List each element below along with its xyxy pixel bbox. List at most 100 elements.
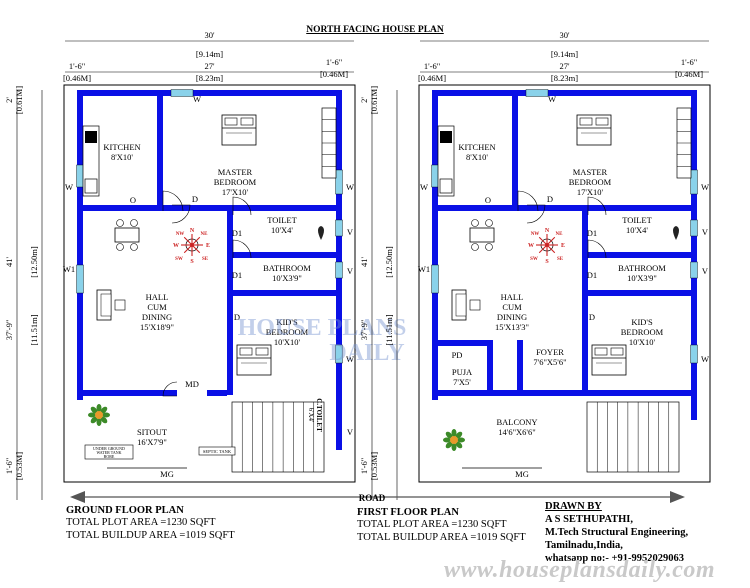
- road-label: ROAD: [359, 493, 386, 503]
- ground-compass-e: E: [206, 243, 210, 249]
- first-mark-w-right: W: [701, 182, 709, 192]
- first-kids-bed-pillow-right: [610, 347, 624, 356]
- first-compass-s: S: [545, 259, 549, 265]
- ground-plant-leaf-5: [90, 406, 98, 414]
- ground-wall-left: [77, 90, 83, 400]
- ground-plot-area: TOTAL PLOT AREA =1230 SQFT: [66, 517, 216, 528]
- ground-compass-hub: [190, 243, 194, 247]
- first-window-right-bath: [690, 261, 698, 279]
- ground-toilet-fixture: [318, 226, 324, 240]
- first-mark-d-kids: D: [589, 312, 595, 322]
- ground-wall-toilet-bath: [227, 252, 342, 258]
- ground-water-tank-note-line-0: UNDER GROUND: [93, 446, 125, 451]
- first-dining-set-chair-3: [485, 243, 493, 251]
- ground-water-tank: [84, 444, 134, 460]
- ground-wall-kitchen-master: [157, 90, 163, 210]
- ground-door-toilet: [232, 196, 252, 216]
- first-buildup-area: TOTAL BUILDUP AREA =1019 SQFT: [357, 532, 526, 543]
- ground-hall-name-line-1: CUM: [147, 302, 167, 312]
- first-kids-bed: [591, 344, 627, 376]
- ground-sink: [84, 178, 98, 194]
- first-window-left-kitchen: [431, 164, 439, 188]
- first-kids-name-line-0: KID'S: [631, 317, 653, 327]
- ground-plot-boundary: [63, 84, 356, 483]
- first-staircase: [586, 401, 680, 473]
- ground-dining-set-chair-3: [130, 243, 138, 251]
- ground-dim-total-depth-m: [12.50m]: [29, 246, 39, 278]
- first-mark-w-left: W: [420, 182, 428, 192]
- first-kids-name-line-1: BEDROOM: [621, 327, 664, 337]
- ground-mark-w-top: W: [193, 94, 201, 104]
- ground-sofa-set: [96, 289, 126, 321]
- ground-plant-leaf-4: [88, 412, 96, 418]
- first-dim-total-width-m: [9.14m]: [551, 49, 578, 59]
- first-compass-w: W: [528, 243, 534, 249]
- first-dim-inner-width-ft: 27': [559, 61, 570, 71]
- ground-dim-left-margin-ft: 1'-6": [69, 61, 85, 71]
- first-hall-name-line-1: CUM: [502, 302, 522, 312]
- first-window-left-hall: [431, 264, 439, 294]
- page-title: NORTH FACING HOUSE PLAN: [306, 25, 444, 35]
- ground-sofa-set-table: [114, 299, 126, 311]
- first-dim-left-margin-ft: 1'-6": [424, 61, 440, 71]
- first-master-bed-pillow-left: [579, 117, 593, 126]
- first-wall-bath-kids: [582, 290, 697, 296]
- first-plant-leaf-5: [445, 431, 453, 439]
- credits-qualification: M.Tech Structural Engineering,: [545, 527, 689, 538]
- road-arrow-right: [670, 491, 685, 503]
- first-toilet-fixture: [673, 226, 679, 240]
- first-master-wardrobe: [676, 107, 692, 179]
- first-floor-label: FIRST FLOOR PLAN: [357, 507, 459, 518]
- ground-door-main: [162, 381, 178, 397]
- first-mark-v-toilet: V: [702, 227, 709, 237]
- first-dim-right-margin-ft: 1'-6": [681, 57, 697, 67]
- ground-floor-plan: 30'[9.14m]27'[8.23m]1'-6"[0.46M]1'-6"[0.…: [4, 30, 406, 500]
- credits-location: Tamilnadu,India,: [545, 540, 623, 551]
- first-wall-foyer: [517, 340, 523, 395]
- ground-mark-v-bath: V: [347, 266, 354, 276]
- first-dim-front-margin-ft: 2': [359, 97, 369, 103]
- ground-mark-w1: W1: [63, 264, 75, 274]
- ground-window-left-kitchen: [76, 164, 84, 188]
- ground-master-name-line-0: MASTER: [218, 167, 253, 177]
- ground-window-right-toilet: [335, 219, 343, 237]
- first-dim-inner-depth-ft: 37'-9": [359, 320, 369, 341]
- first-balcony-name-line-0: BALCONY: [496, 417, 537, 427]
- first-compass-ne: NE: [556, 232, 564, 237]
- first-mark-d1-toilet: D1: [587, 228, 597, 238]
- first-foyer-name-line-0: FOYER: [536, 347, 564, 357]
- ground-dining-set: [114, 219, 140, 251]
- credits-heading: DRAWN BY: [545, 501, 602, 512]
- ground-plant: [88, 404, 110, 426]
- first-toilet-name-line-0: TOILET: [622, 215, 652, 225]
- ground-kids-name-line-0: KID'S: [276, 317, 298, 327]
- first-kitchen-name-line-0: KITCHEN: [458, 142, 495, 152]
- first-bath-name-line-0: BATHROOM: [618, 263, 666, 273]
- ground-dining-set-chair-1: [130, 219, 138, 227]
- ground-master-wardrobe: [321, 107, 337, 179]
- first-sofa-set-seat: [455, 293, 467, 317]
- ground-sitout-size: 16'X7'9": [137, 437, 167, 447]
- ground-dim-front-margin-m: [0.61M]: [14, 86, 24, 114]
- ground-mark-w-kids: W: [346, 354, 354, 364]
- first-compass-sw: SW: [530, 257, 538, 262]
- first-wall-front: [432, 390, 697, 396]
- ground-hall-name-line-0: HALL: [146, 292, 169, 302]
- ground-septic-note: SEPTIC TANK: [203, 449, 232, 454]
- ground-staircase: [231, 401, 325, 473]
- first-door-master: [526, 204, 546, 224]
- first-master-bed: [576, 114, 612, 146]
- ground-plant-leaf-7: [100, 406, 108, 414]
- ground-master-bed-pillow-left: [224, 117, 238, 126]
- first-plot-area: TOTAL PLOT AREA =1230 SQFT: [357, 519, 507, 530]
- first-hall-name-line-2: DINING: [497, 312, 527, 322]
- first-mark-d1-bath: D1: [587, 270, 597, 280]
- watermark-brand-2: DAILY: [329, 340, 404, 366]
- first-balcony-size: 14'6"X6'6": [498, 427, 535, 437]
- first-mark-w-kids: W: [701, 354, 709, 364]
- ground-hall-size: 15'X18'9": [140, 322, 174, 332]
- credits-whatsapp: whatsapp no:- +91-9952029063: [545, 553, 684, 564]
- credits-name: A S SETHUPATHI,: [545, 514, 634, 525]
- ground-mark-w-right: W: [346, 182, 354, 192]
